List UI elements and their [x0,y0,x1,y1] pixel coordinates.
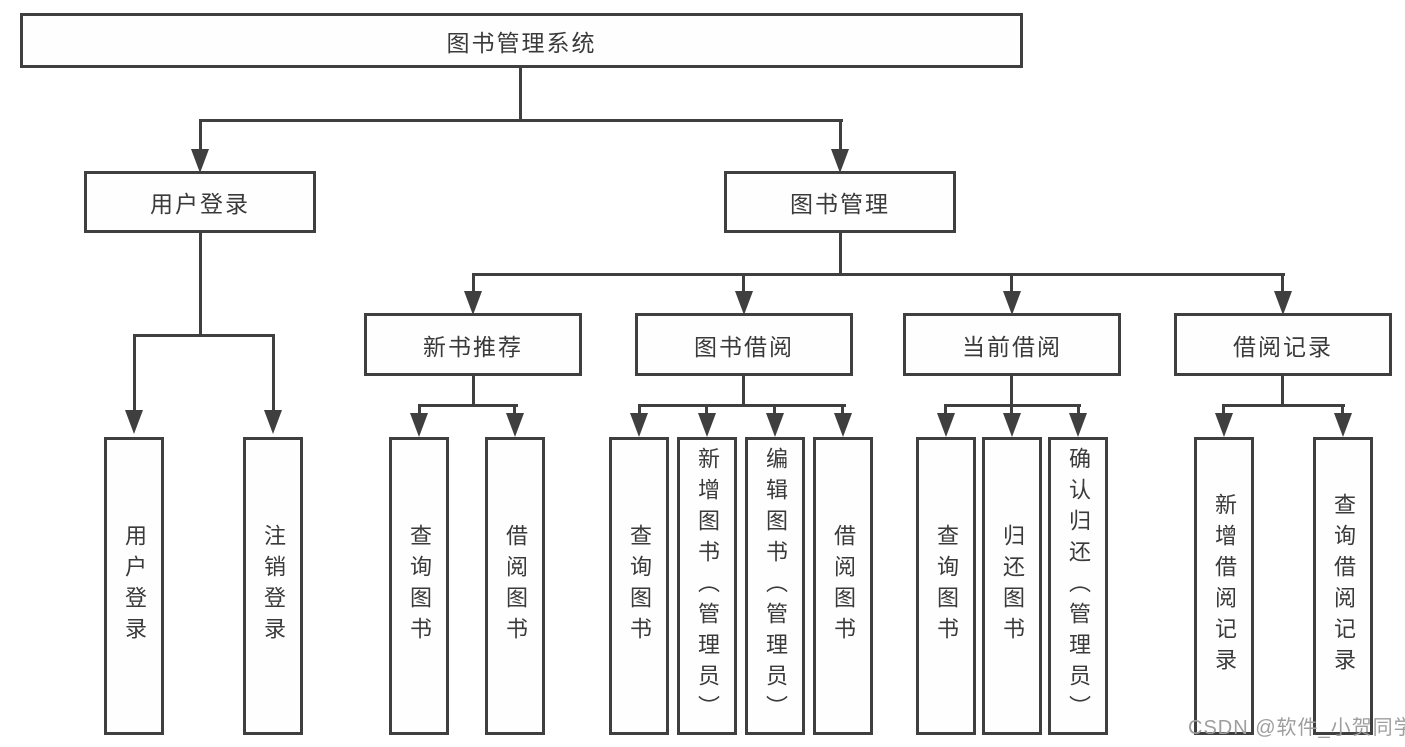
connector-drop [944,404,947,415]
arrow-down-icon [766,413,784,437]
arrow-down-icon [506,413,524,437]
leaf-borrow-books: 借阅图书 [813,437,873,735]
connector-drop-book-management [839,119,842,151]
leaf-query-books: 查询图书 [389,437,449,735]
leaf-logout: 注销登录 [243,437,303,735]
node-current-borrowing: 当前借阅 [903,313,1121,376]
connector-drop [705,404,708,415]
connector-drop [133,334,136,411]
connector-drop [773,404,776,415]
leaf-add-books-admin: 新增图书（管理员） [677,437,737,735]
arrow-down-icon [1215,413,1233,437]
connector-drop [742,273,745,293]
csdn-watermark: CSDN @软件_小贺同学 [1188,717,1405,739]
node-library-management-system: 图书管理系统 [20,13,1023,68]
connector-vertical [1281,376,1284,407]
arrow-down-icon [630,413,648,437]
node-book-borrowing: 图书借阅 [635,313,853,376]
arrow-down-icon [1003,413,1021,437]
arrow-down-icon [410,413,428,437]
arrow-down-icon [125,410,143,434]
arrow-down-icon [264,410,282,434]
connector-vertical [1010,376,1013,407]
arrow-down-icon [1334,413,1352,437]
arrow-down-icon [1003,291,1021,315]
connector-drop [1222,404,1225,415]
connector-horizontal [638,404,846,407]
connector-drop [841,404,844,415]
arrow-down-icon [1274,291,1292,315]
connector-drop [1010,273,1013,293]
connector-drop [638,404,641,415]
connector-drop [418,404,421,415]
node-user-login: 用户登录 [84,171,316,233]
arrow-down-icon [831,149,849,173]
arrow-down-icon [191,149,209,173]
arrow-down-icon [735,291,753,315]
leaf-return-books: 归还图书 [982,437,1042,735]
arrow-down-icon [937,413,955,437]
node-borrowing-records: 借阅记录 [1174,313,1392,376]
connector-drop [472,273,475,293]
connector-drop [513,404,516,415]
connector-drop [272,334,275,411]
leaf-query-books: 查询图书 [916,437,976,735]
connector-book-management-vertical [839,233,842,276]
connector-drop [1341,404,1344,415]
connector-drop [1077,404,1080,415]
connector-vertical [742,376,745,407]
leaf-query-books: 查询图书 [609,437,669,735]
arrow-down-icon [834,413,852,437]
connector-horizontal [1222,404,1345,407]
connector-drop [1010,404,1013,415]
arrow-down-icon [464,291,482,315]
connector-user-login-horizontal [133,334,275,337]
leaf-borrow-books: 借阅图书 [485,437,545,735]
leaf-query-borrow-record: 查询借阅记录 [1313,437,1373,735]
connector-drop-user-login [199,119,202,151]
node-new-book-recommend: 新书推荐 [364,313,582,376]
node-book-management: 图书管理 [724,171,956,233]
leaf-user-login: 用户登录 [104,437,164,735]
arrow-down-icon [698,413,716,437]
connector-level1-horizontal [199,119,843,122]
connector-root-vertical [519,68,522,121]
connector-level3-horizontal [472,273,1285,276]
leaf-edit-books-admin: 编辑图书（管理员） [745,437,805,735]
arrow-down-icon [1069,413,1087,437]
connector-vertical [472,376,475,407]
leaf-confirm-return-admin: 确认归还（管理员） [1048,437,1108,735]
connector-user-login-vertical [199,233,202,336]
connector-horizontal [418,404,518,407]
leaf-add-borrow-record: 新增借阅记录 [1194,437,1254,735]
connector-drop [1281,273,1284,293]
